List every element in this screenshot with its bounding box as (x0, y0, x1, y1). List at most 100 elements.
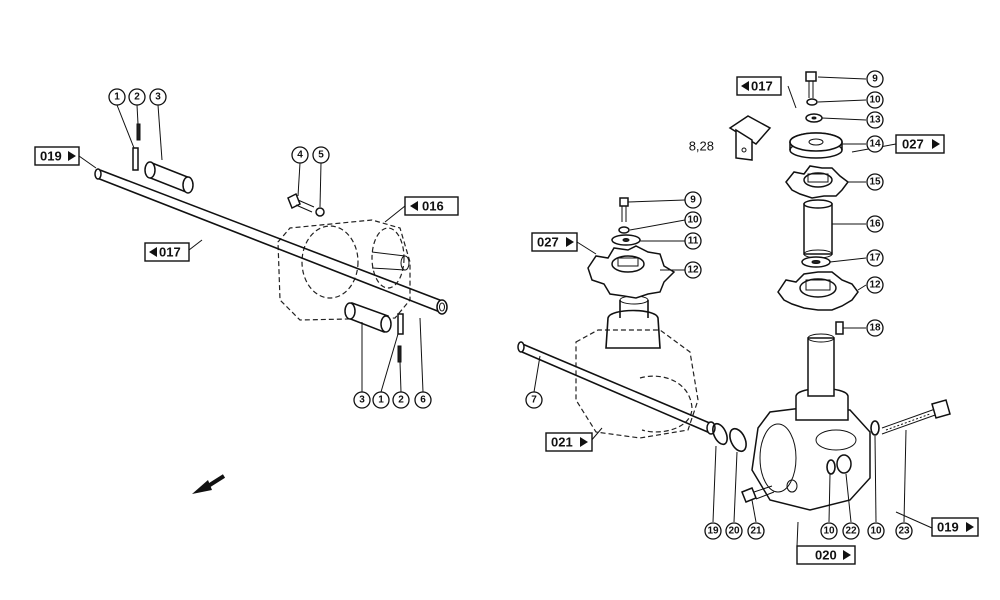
svg-text:3: 3 (155, 92, 161, 103)
svg-text:12: 12 (687, 265, 699, 276)
svg-text:10: 10 (870, 526, 882, 537)
callout-20: 20 (725, 522, 743, 540)
svg-text:1: 1 (378, 395, 384, 406)
callout-1-lower: 1 (372, 391, 390, 409)
svg-text:027: 027 (902, 137, 924, 152)
ref-017-right[interactable]: 017 (736, 76, 782, 96)
bracket-part-label: 8,28 (689, 139, 714, 154)
callout-3-upper: 3 (149, 88, 167, 106)
callout-6: 6 (414, 391, 432, 409)
svg-text:12: 12 (869, 280, 881, 291)
callout-10-lower-b: 10 (867, 522, 885, 540)
plate-14 (789, 132, 843, 159)
svg-text:7: 7 (531, 395, 537, 406)
svg-text:13: 13 (869, 115, 881, 126)
ref-016[interactable]: 016 (404, 196, 459, 216)
callout-9-right: 9 (866, 70, 884, 88)
sprocket-12-right (777, 271, 859, 311)
svg-text:017: 017 (751, 79, 773, 94)
washer-10-left (618, 226, 630, 234)
svg-text:10: 10 (869, 95, 881, 106)
circlip-19 (712, 422, 728, 446)
svg-text:5: 5 (318, 150, 324, 161)
callout-13: 13 (866, 111, 884, 129)
main-shaft-left (94, 168, 448, 315)
callout-5: 5 (312, 146, 330, 164)
callout-21: 21 (747, 522, 765, 540)
svg-text:3: 3 (359, 395, 365, 406)
ref-020[interactable]: 020 (796, 545, 856, 565)
callout-10-lower-a: 10 (820, 522, 838, 540)
svg-text:11: 11 (688, 236, 699, 247)
spring-pin-upper (136, 123, 141, 141)
ref-017-left[interactable]: 017 (144, 242, 190, 262)
callout-23: 23 (895, 522, 913, 540)
svg-text:20: 20 (728, 526, 740, 537)
washer-5 (315, 207, 325, 217)
roll-pin-lower (397, 313, 404, 335)
callout-15: 15 (866, 173, 884, 191)
svg-text:020: 020 (815, 548, 837, 563)
mounting-bracket (728, 115, 772, 161)
washer-10-right (806, 98, 818, 106)
svg-text:2: 2 (134, 92, 140, 103)
bolt-4 (287, 192, 315, 213)
right-gearbox-assembly (517, 71, 951, 511)
svg-text:019: 019 (937, 520, 959, 535)
bolt-9-left (619, 197, 629, 222)
callout-22: 22 (842, 522, 860, 540)
svg-text:2: 2 (398, 395, 404, 406)
direction-arrow (192, 474, 226, 494)
svg-text:18: 18 (869, 323, 881, 334)
callout-11: 11 (684, 232, 702, 250)
callout-10-left: 10 (684, 211, 702, 229)
callout-3-lower: 3 (353, 391, 371, 409)
callout-12-left: 12 (684, 261, 702, 279)
svg-text:9: 9 (690, 195, 696, 206)
bolt-9-right (805, 71, 817, 98)
svg-text:15: 15 (869, 177, 881, 188)
spacer-sleeve-upper (144, 161, 194, 194)
callout-12-right: 12 (866, 276, 884, 294)
roll-pin-upper (132, 147, 139, 171)
callout-10-right: 10 (866, 91, 884, 109)
svg-text:17: 17 (869, 253, 881, 264)
ref-019-left[interactable]: 019 (34, 146, 80, 166)
callout-2-lower: 2 (392, 391, 410, 409)
callout-17: 17 (866, 249, 884, 267)
bolt-21 (741, 485, 775, 503)
callout-14: 14 (866, 135, 884, 153)
left-shaft-assembly (94, 123, 448, 363)
svg-text:22: 22 (845, 526, 857, 537)
svg-text:10: 10 (823, 526, 835, 537)
svg-text:019: 019 (40, 149, 62, 164)
svg-text:6: 6 (420, 395, 426, 406)
svg-text:016: 016 (422, 199, 444, 214)
callout-4: 4 (291, 146, 309, 164)
svg-text:4: 4 (297, 150, 303, 161)
spacer-tube-16 (803, 199, 833, 259)
callout-9-left: 9 (684, 191, 702, 209)
ref-019-right[interactable]: 019 (931, 517, 979, 537)
circlip-20 (729, 427, 747, 453)
callout-2-upper: 2 (128, 88, 146, 106)
callout-16: 16 (866, 215, 884, 233)
svg-text:16: 16 (869, 219, 881, 230)
ref-027-left[interactable]: 027 (531, 232, 578, 252)
drive-shaft-7 (517, 341, 716, 435)
sprocket-15 (785, 165, 850, 199)
svg-text:19: 19 (707, 526, 719, 537)
svg-text:1: 1 (114, 92, 120, 103)
callout-19: 19 (704, 522, 722, 540)
washer-10-lower-b (870, 420, 880, 436)
key-18 (835, 321, 844, 335)
spring-pin-lower (397, 345, 402, 363)
callout-7: 7 (525, 391, 543, 409)
ref-027-right[interactable]: 027 (895, 134, 945, 154)
svg-text:021: 021 (551, 435, 573, 450)
ref-021[interactable]: 021 (545, 432, 593, 452)
svg-text:21: 21 (750, 526, 762, 537)
bolt-23 (881, 399, 951, 435)
callout-18: 18 (866, 319, 884, 337)
